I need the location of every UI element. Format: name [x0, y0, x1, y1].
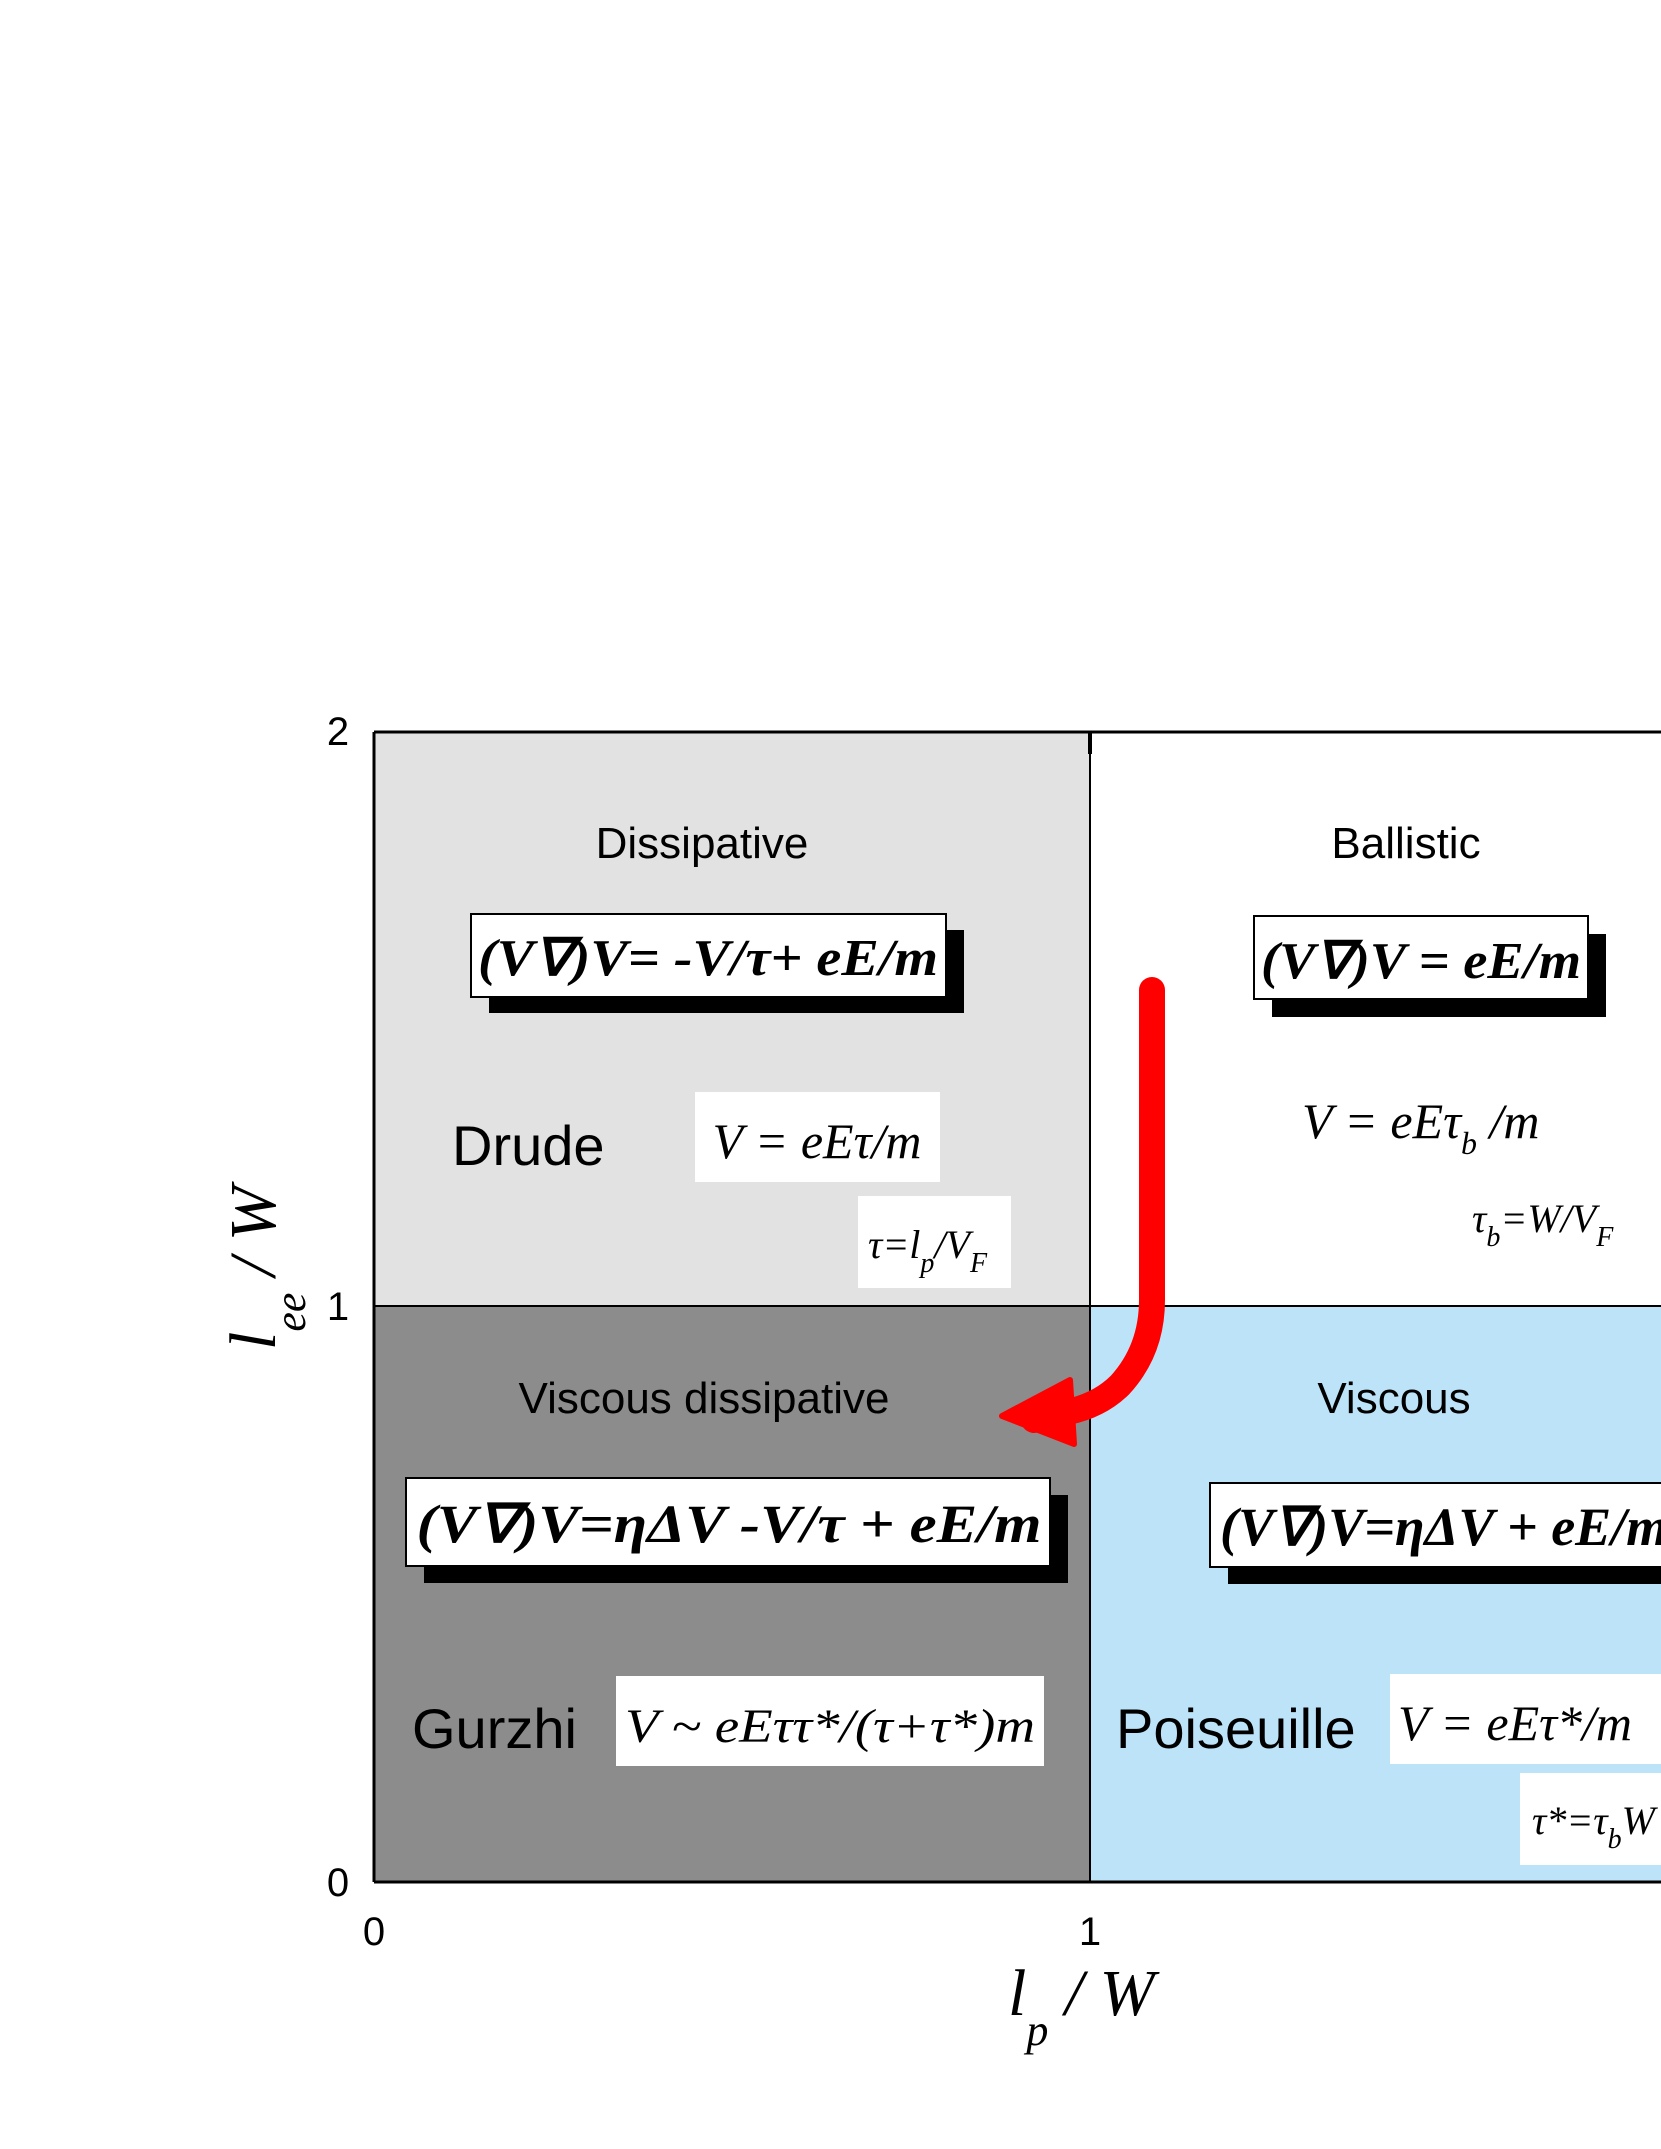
gurzhi-formula-box: [616, 1676, 1044, 1766]
ballistic-equation-box: [1253, 915, 1589, 1000]
poiseuille-formula: V = eEτ*/m: [1398, 1695, 1632, 1751]
gurzhi-label: Gurzhi: [412, 1697, 577, 1760]
drude-definition: τ=lp/VF: [868, 1222, 988, 1279]
y-axis-label: lee / W: [217, 1181, 315, 1350]
x-tick-1: 1: [1079, 1910, 1101, 1954]
y-tick-1: 1: [327, 1285, 349, 1329]
poiseuille-label: Poiseuille: [1116, 1697, 1356, 1760]
drude-formula-box: [695, 1092, 940, 1182]
drude-definition-box: [858, 1196, 1011, 1288]
poiseuille-definition-box: [1520, 1773, 1661, 1865]
x-axis-label: lp / W: [1008, 1957, 1160, 2055]
gurzhi-formula: V ~ eEττ*/(τ+τ*)m: [625, 1700, 1035, 1753]
viscous-dissipative-equation: (V∇)V=ηΔV -V/τ + eE/m: [417, 1494, 1042, 1554]
viscous-dissipative-equation-box: [405, 1477, 1051, 1567]
y-tick-2: 2: [327, 710, 349, 754]
viscous-equation-box: [1209, 1482, 1661, 1568]
ballistic-definition: τb=W/VF: [1472, 1196, 1614, 1253]
transition-arrow-head: [999, 1377, 1077, 1447]
y-tick-0: 0: [327, 1861, 349, 1905]
dissipative-equation-box: [470, 913, 947, 998]
region-viscous-dissipative: [374, 1306, 1090, 1882]
viscous-dissipative-title: Viscous dissipative: [519, 1374, 890, 1423]
x-tick-0: 0: [363, 1910, 385, 1954]
ballistic-title: Ballistic: [1331, 819, 1480, 868]
transition-arrow: [1021, 977, 1165, 1433]
dissipative-title: Dissipative: [596, 819, 809, 868]
dissipative-equation: (V∇)V= -V/τ+ eE/m: [478, 930, 938, 987]
ballistic-formula: V = eEτb /m: [1302, 1093, 1540, 1161]
viscous-equation: (V∇)V=ηΔV + eE/m: [1220, 1497, 1661, 1557]
viscous-title: Viscous: [1317, 1374, 1470, 1423]
poiseuille-definition: τ*=τbW: [1532, 1798, 1659, 1855]
drude-formula: V = eEτ/m: [712, 1113, 921, 1169]
drude-label: Drude: [452, 1114, 605, 1177]
poiseuille-formula-box: [1390, 1674, 1661, 1764]
region-ballistic: [1090, 732, 1661, 1306]
ballistic-equation: (V∇)V = eE/m: [1261, 933, 1581, 990]
